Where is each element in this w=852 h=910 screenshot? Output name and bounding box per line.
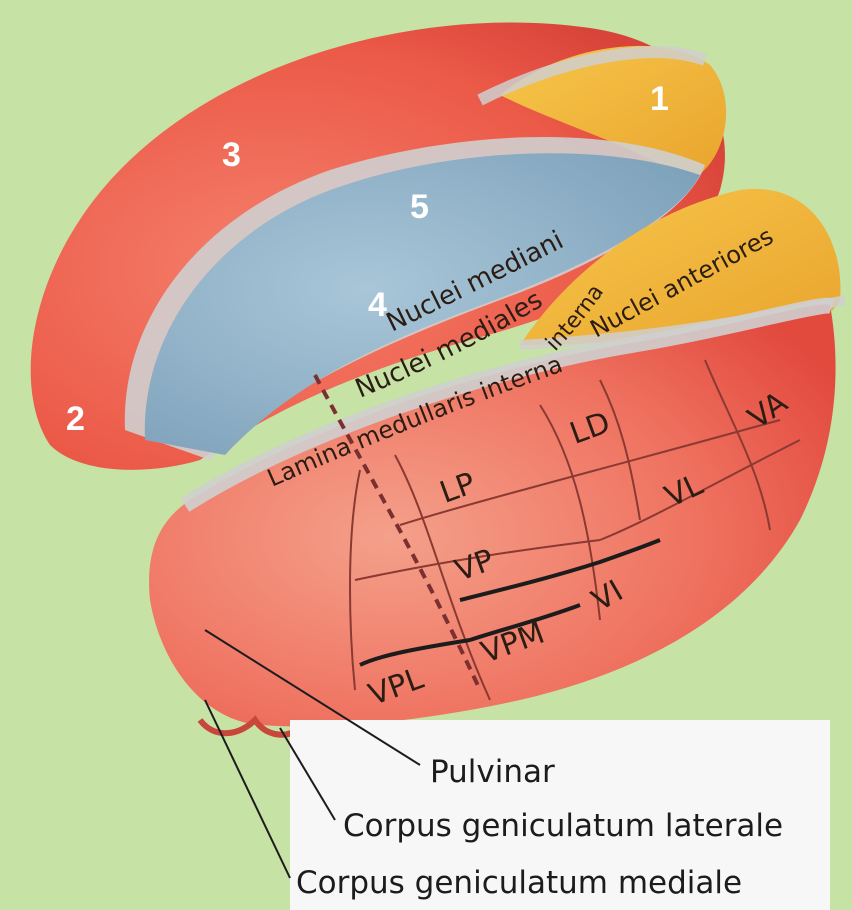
cgl-label: Corpus geniculatum laterale [343, 808, 783, 844]
number-1: 1 [650, 80, 669, 118]
cgm-label: Corpus geniculatum mediale [296, 865, 742, 901]
number-2: 2 [66, 400, 85, 438]
number-4: 4 [368, 286, 387, 324]
number-5: 5 [410, 188, 429, 226]
number-3: 3 [222, 136, 241, 174]
pulvinar-label: Pulvinar [430, 754, 555, 790]
